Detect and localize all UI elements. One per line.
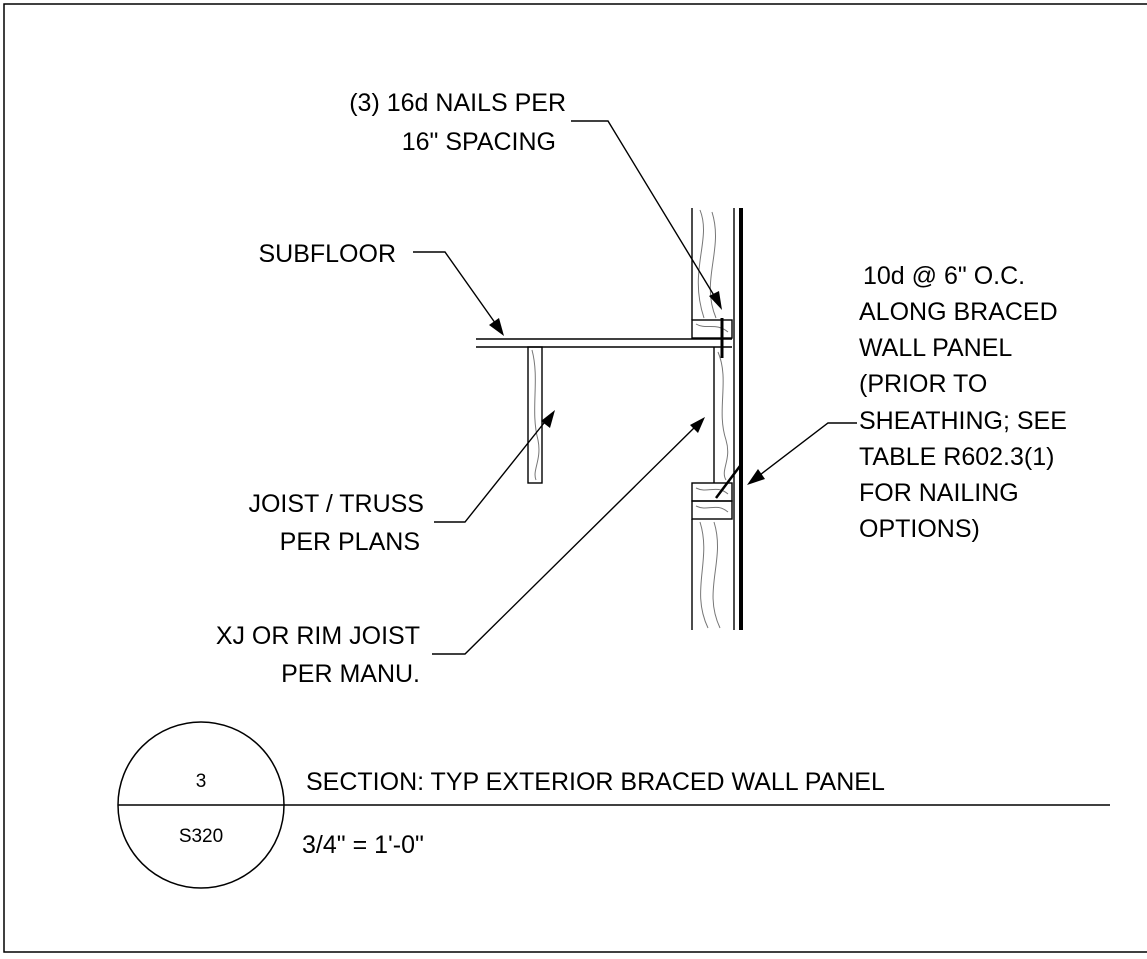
sheathing-callout-line: FOR NAILING — [859, 479, 1019, 507]
sheathing-callout-line: TABLE R602.3(1) — [859, 443, 1054, 471]
joist-callout-line2: PER PLANS — [280, 528, 420, 556]
detail-number: 3 — [196, 771, 207, 792]
leader-joist — [434, 410, 555, 523]
sheathing-callout-line: ALONG BRACED — [859, 298, 1058, 326]
leader-sheathing-nailing — [747, 422, 857, 485]
upper-wall-stud — [691, 208, 717, 320]
leader-nails — [571, 120, 722, 310]
detail-title-block: 3 S320 SECTION: TYP EXTERIOR BRACED WALL… — [117, 721, 1110, 889]
sheathing-callout-line: OPTIONS) — [859, 515, 980, 543]
bottom-plates — [691, 482, 733, 520]
subfloor-sheathing — [476, 338, 732, 348]
sheet-border — [3, 3, 1147, 953]
leader-rim-joist — [432, 417, 705, 655]
detail-title: SECTION: TYP EXTERIOR BRACED WALL PANEL — [306, 768, 885, 796]
rim-joist — [713, 347, 729, 483]
detail-scale: 3/4" = 1'-0" — [302, 831, 424, 859]
sheathing-callout-line: WALL PANEL — [859, 334, 1012, 362]
subfloor-callout: SUBFLOOR — [258, 240, 396, 268]
joist-callout-line1: JOIST / TRUSS — [248, 490, 424, 518]
nails-callout-line1: (3) 16d NAILS PER — [349, 89, 566, 117]
10d-nail — [715, 465, 741, 499]
sheathing-callout-line: SHEATHING; SEE — [859, 407, 1067, 435]
exterior-sheathing — [733, 208, 743, 630]
top-plate — [691, 319, 733, 339]
leader-subfloor — [413, 251, 504, 336]
sheathing-nailing-callout: 10d @ 6" O.C. ALONG BRACED WALL PANEL (P… — [859, 262, 1067, 543]
lower-wall-stud — [691, 519, 721, 630]
rim-joist-callout-line2: PER MANU. — [281, 660, 420, 688]
nails-callout-line2: 16" SPACING — [402, 128, 556, 156]
sheet-number: S320 — [179, 826, 223, 847]
rim-joist-callout-line1: XJ OR RIM JOIST — [216, 622, 420, 650]
sheathing-callout-line: (PRIOR TO — [859, 370, 987, 398]
sheathing-callout-line: 10d @ 6" O.C. — [863, 262, 1025, 290]
floor-joist — [527, 346, 543, 484]
